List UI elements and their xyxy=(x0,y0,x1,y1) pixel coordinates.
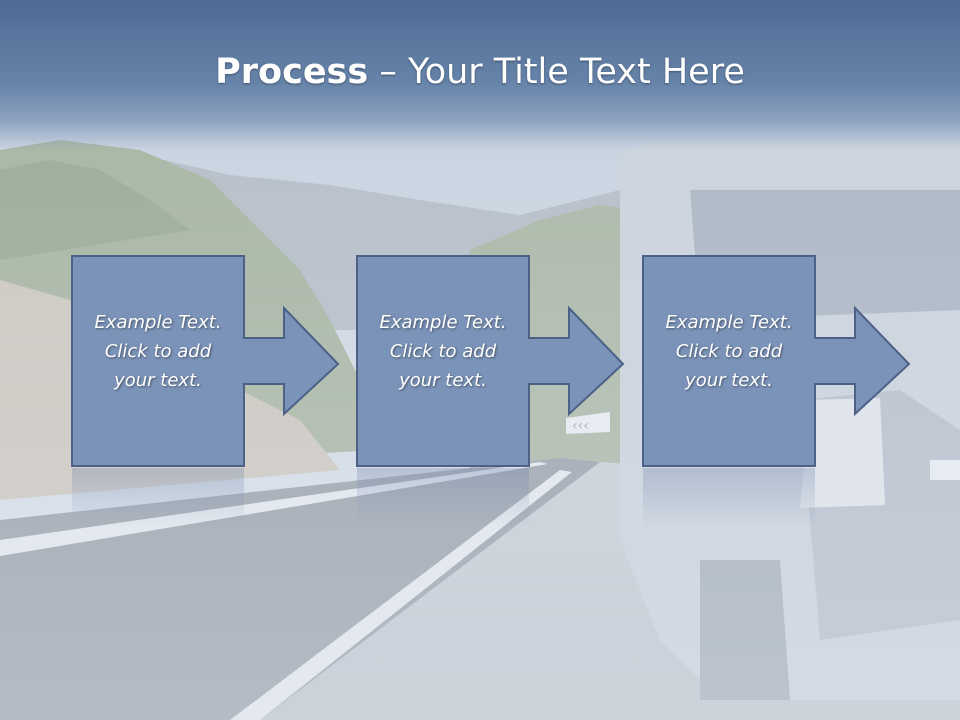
step-arrow-shape xyxy=(356,255,625,467)
step-reflection xyxy=(72,468,244,528)
title-band xyxy=(0,0,960,150)
process-step-2[interactable]: Example Text. Click to add your text. xyxy=(356,255,627,468)
step-text[interactable]: Example Text. Click to add your text. xyxy=(379,312,507,391)
slide-title[interactable]: Process – Your Title Text Here xyxy=(0,52,960,92)
step-text[interactable]: Example Text. Click to add your text. xyxy=(94,312,222,391)
process-step-3[interactable]: Example Text. Click to add your text. xyxy=(642,255,913,468)
process-step-1[interactable]: Example Text. Click to add your text. xyxy=(71,255,342,468)
step-arrow-shape xyxy=(71,255,340,467)
step-reflection xyxy=(643,468,815,528)
title-bold-text: Process xyxy=(215,52,369,92)
step-arrow-shape xyxy=(642,255,911,467)
step-reflection xyxy=(357,468,529,528)
title-rest-text: – Your Title Text Here xyxy=(368,52,745,92)
step-text[interactable]: Example Text. Click to add your text. xyxy=(665,312,793,391)
